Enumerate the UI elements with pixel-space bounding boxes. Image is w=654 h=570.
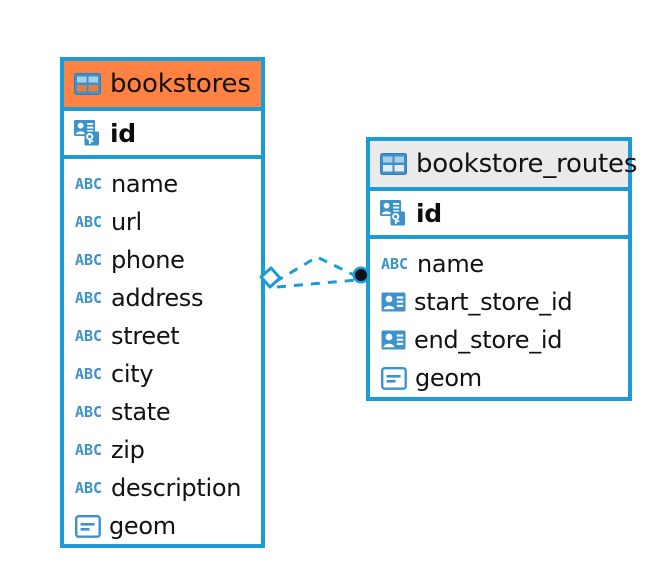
field-label-pk-bookstores: id [110,118,136,148]
field-row-name[interactable]: ABC name [370,245,628,283]
field-list-bookstores: ABC name ABC url ABC phone ABC [64,159,261,545]
field-label-name: name [417,250,484,278]
field-label-url: url [111,208,142,236]
field-row-name[interactable]: ABC name [64,165,261,203]
field-label-zip: zip [111,436,145,464]
abc-icon: ABC [75,326,103,345]
abc-icon: ABC [75,478,103,497]
abc-icon: ABC [75,174,103,193]
field-row-geom[interactable]: geom [370,359,628,397]
field-row-street[interactable]: ABC street [64,317,261,355]
field-row-pk-bookstore-routes[interactable]: id [370,191,628,239]
field-row-state[interactable]: ABC state [64,393,261,431]
field-label-end-store-id: end_store_id [414,326,563,354]
abc-icon: ABC [75,212,103,231]
field-label-geom: geom [415,364,482,392]
entity-header-bookstores[interactable]: bookstores [64,61,261,111]
relationship-connector[interactable] [255,235,380,315]
field-row-description[interactable]: ABC description [64,469,261,507]
field-label-state: state [111,398,171,426]
field-row-end-store-id[interactable]: end_store_id [370,321,628,359]
field-label-address: address [111,284,204,312]
abc-icon: ABC [75,288,103,307]
field-label-geom: geom [109,512,176,540]
primary-key-icon [380,199,408,227]
geom-icon [75,514,101,538]
entity-header-bookstore-routes[interactable]: bookstore_routes [370,141,637,191]
relationship-line-lower [276,278,358,289]
relationship-line-upper [274,255,359,284]
field-label-city: city [111,360,154,388]
abc-icon: ABC [75,440,103,459]
field-row-url[interactable]: ABC url [64,203,261,241]
geom-icon [381,366,407,390]
entity-title-bookstores: bookstores [110,69,251,99]
field-label-street: street [111,322,180,350]
table-icon [380,153,407,175]
field-label-name: name [111,170,178,198]
field-list-bookstore-routes: ABC name start_store_id [370,239,628,397]
field-row-pk-bookstores[interactable]: id [64,111,261,159]
field-row-zip[interactable]: ABC zip [64,431,261,469]
field-label-description: description [111,474,242,502]
abc-icon: ABC [75,364,103,383]
abc-icon: ABC [381,254,409,273]
field-row-city[interactable]: ABC city [64,355,261,393]
foreign-key-icon [381,291,406,313]
foreign-key-icon [381,329,406,351]
field-row-geom[interactable]: geom [64,507,261,545]
field-label-pk-bookstore-routes: id [416,198,442,228]
abc-icon: ABC [75,402,103,421]
entity-title-bookstore-routes: bookstore_routes [416,149,638,179]
abc-icon: ABC [75,250,103,269]
field-row-start-store-id[interactable]: start_store_id [370,283,628,321]
entity-bookstores[interactable]: bookstores id [60,57,265,548]
field-label-phone: phone [111,246,185,274]
field-row-address[interactable]: ABC address [64,279,261,317]
entity-bookstore-routes[interactable]: bookstore_routes id [366,137,637,401]
table-icon [74,73,101,95]
field-row-phone[interactable]: ABC phone [64,241,261,279]
primary-key-icon [74,119,102,147]
field-label-start-store-id: start_store_id [414,288,573,316]
